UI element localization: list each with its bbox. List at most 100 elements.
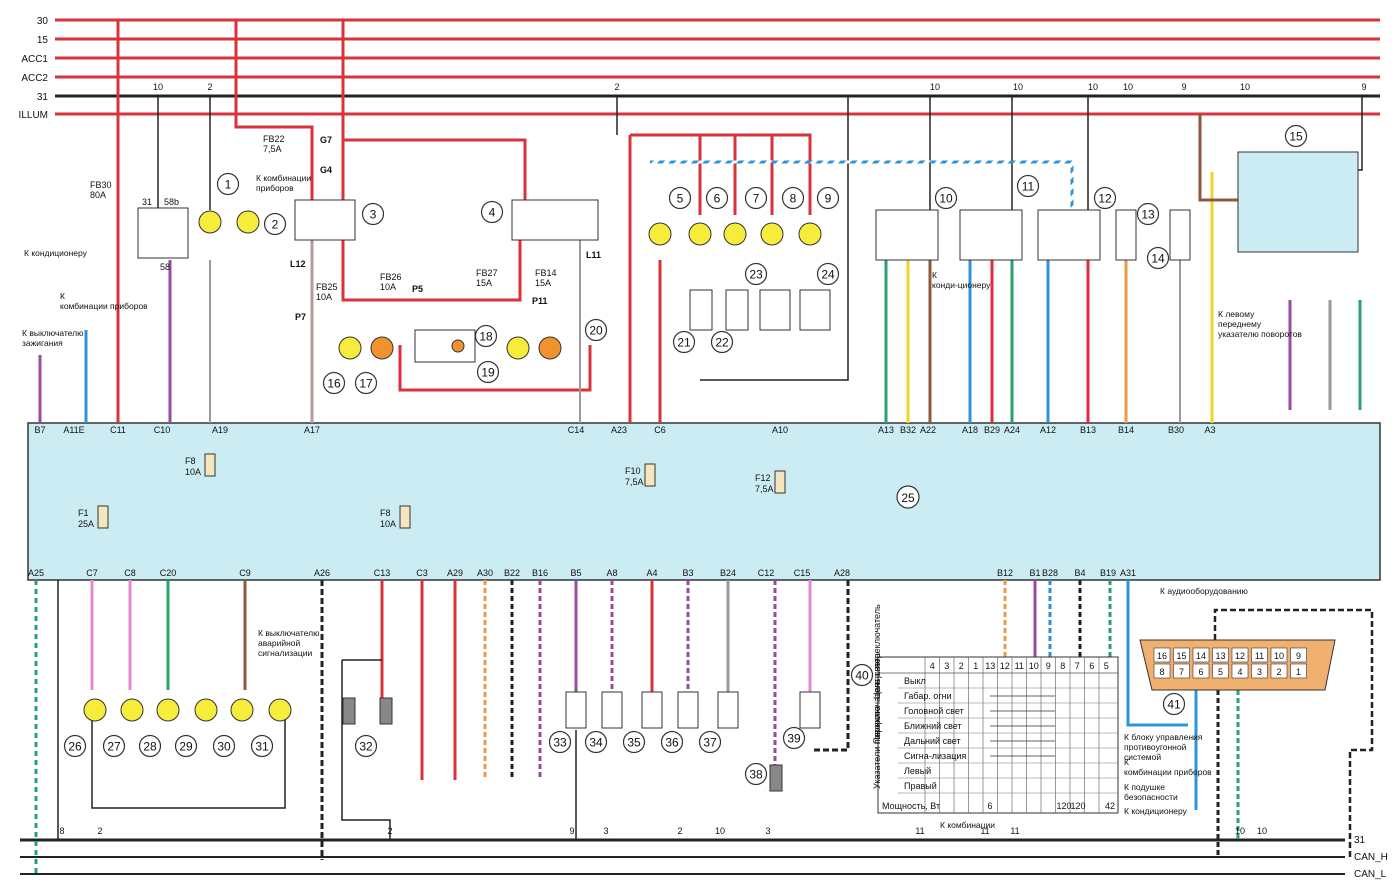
bus-label-30: 30: [37, 16, 49, 27]
upper-wiring: [38, 20, 1363, 423]
component-4-circle: [480, 200, 504, 224]
component-32: 32: [354, 734, 378, 758]
component-6-circle: [705, 186, 729, 210]
component-40: 40: [850, 663, 874, 687]
relay-pin-58: 58: [160, 262, 170, 272]
top-wire-number: 9: [1361, 82, 1366, 92]
top-pin-b14: B14: [1118, 425, 1134, 435]
diag-pin-top-label-13: 13: [1215, 651, 1225, 661]
connector-g4: G4: [320, 165, 332, 175]
component-8-number: 8: [790, 192, 797, 206]
note-to-audio: К аудиооборудованию: [1160, 586, 1249, 596]
top-wire-number: 9: [1181, 82, 1186, 92]
switch-13: [1115, 209, 1137, 261]
component-38-number: 38: [749, 768, 763, 782]
wire-gnd-speaker: [341, 659, 391, 840]
switch-table-header-8: 8: [1060, 661, 1065, 671]
component-14-number: 14: [1151, 252, 1165, 266]
top-pin-a13: A13: [878, 425, 894, 435]
component-13-number: 13: [1141, 208, 1155, 222]
top-pin-a11e: A11E: [63, 425, 84, 435]
bottom-wire-number: 2: [97, 826, 102, 836]
component-22-circle: [710, 330, 734, 354]
lamp-30: [230, 698, 254, 722]
wire-a31: [1126, 580, 1188, 727]
switch-table-header-6: 6: [1089, 661, 1094, 671]
top-pin-b7: B7: [34, 425, 45, 435]
switch-table-row-label: Выкл: [904, 676, 926, 686]
component-36-circle: [660, 730, 684, 754]
bottom-pin-b19: B19: [1100, 568, 1116, 578]
central-electronic-unit: [27, 422, 1381, 581]
component-34-circle: [584, 730, 608, 754]
diag-pin-top-label-16: 16: [1157, 651, 1167, 661]
component-39: 39: [782, 726, 806, 750]
top-pin-c14: C14: [568, 425, 585, 435]
switch-33: [565, 691, 587, 729]
inner-fuse-name: F8: [185, 456, 196, 466]
diag-pin-bottom-label-4: 4: [1237, 667, 1242, 677]
relay-box: [137, 207, 189, 259]
switch-36: [677, 691, 699, 729]
top-pin-b32: B32: [900, 425, 916, 435]
note-to-cluster3: К комбинации: [940, 820, 995, 830]
outer-fuse-rating: 15A: [535, 278, 551, 288]
hazard-relay-15: [1237, 151, 1359, 253]
inner-fuse-name: F8: [380, 508, 391, 518]
component-18-circle: [474, 324, 498, 348]
diag-pin-bottom-8: [1153, 663, 1171, 679]
component-32-number: 32: [359, 740, 373, 754]
diag-pin-top-12: [1231, 647, 1249, 663]
diag-pin-bottom-2: [1270, 663, 1288, 679]
wire-red-motor: [398, 345, 592, 392]
switch-block-11: [959, 209, 1023, 261]
component-20: 20: [584, 318, 608, 342]
switch-21: [689, 289, 713, 331]
bottom-wire-number: 2: [677, 826, 682, 836]
component-26-circle: [63, 734, 87, 758]
component-37-number: 37: [703, 736, 717, 750]
component-20-number: 20: [589, 324, 603, 338]
switch-table-power-value: 120: [1056, 801, 1071, 811]
component-10: 10: [934, 186, 958, 210]
component-14: 14: [1146, 246, 1170, 270]
component-38-circle: [744, 762, 768, 786]
speaker-32a: [342, 697, 356, 725]
wire-gnd-lamps: [91, 720, 286, 809]
top-pin-a19: A19: [212, 425, 228, 435]
component-12-circle: [1093, 186, 1117, 210]
top-pin-a17: A17: [304, 425, 320, 435]
bottom-pin-c20: C20: [160, 568, 177, 578]
component-23-circle: [744, 262, 768, 286]
diag-pin-top-label-11: 11: [1255, 651, 1264, 661]
outer-fuse-rating: 7,5A: [263, 144, 282, 154]
component-3: 3: [361, 202, 385, 226]
switch-table-row-label: Дальний свет: [904, 736, 961, 746]
component-39-circle: [782, 726, 806, 750]
wire-a28: [812, 580, 850, 752]
outer-fuse-rating: 10A: [380, 282, 396, 292]
switch-table-row-label: Правый: [904, 781, 937, 791]
component-3-circle: [361, 202, 385, 226]
component-34-number: 34: [589, 736, 603, 750]
switch-table-power-value: 42: [1105, 801, 1115, 811]
lamp-8: [760, 222, 784, 246]
top-wire-number: 10: [153, 82, 163, 92]
connector-p5: P5: [412, 284, 423, 294]
component-33-number: 33: [553, 736, 567, 750]
switch-block-12: [1037, 209, 1101, 261]
component-6: 6: [705, 186, 729, 210]
component-2: 2: [263, 212, 287, 236]
outer-fuse-rating: 10A: [316, 292, 332, 302]
switch-table-row-label: Головной свет: [904, 706, 964, 716]
